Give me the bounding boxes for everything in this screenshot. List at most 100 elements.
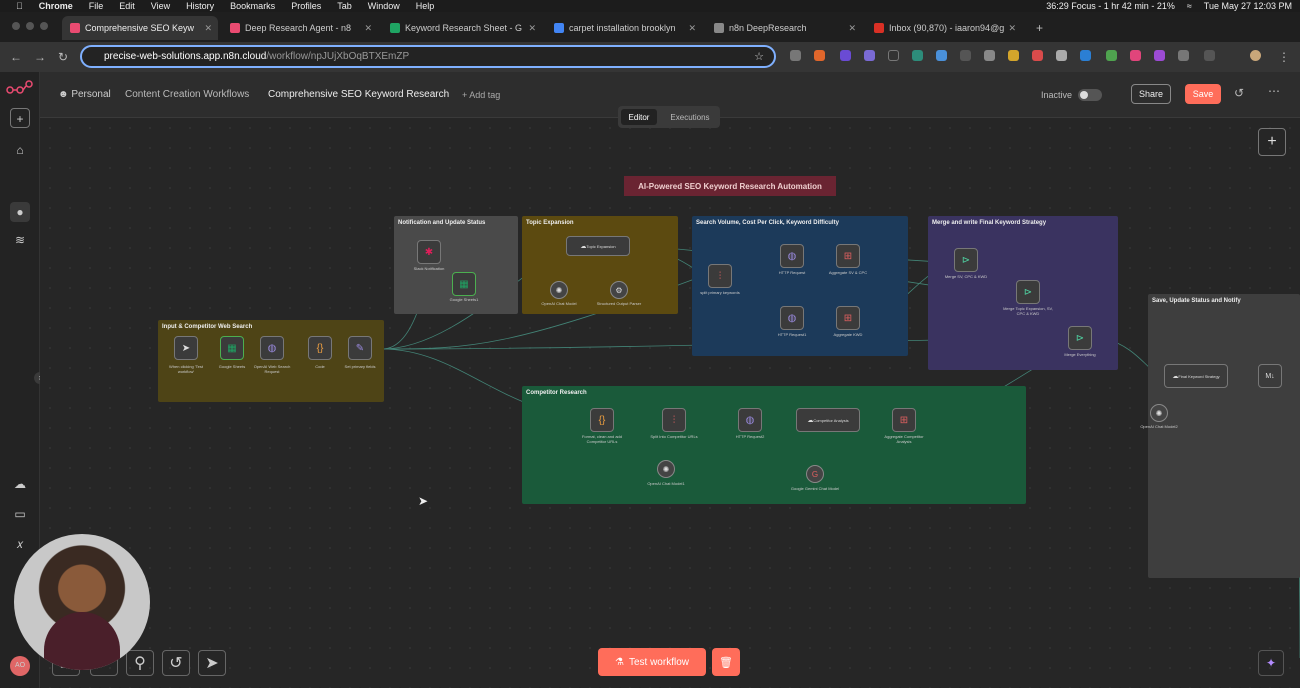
add-icon[interactable]: + [10, 108, 30, 128]
openai-chat-model2-node[interactable]: ✺ [1150, 404, 1168, 422]
tab-n8n-deepresearch[interactable]: n8n DeepResearch ✕ [706, 16, 862, 40]
reset-zoom-button[interactable]: ↺ [162, 650, 190, 676]
home-icon[interactable]: ⌂ [16, 143, 24, 157]
back-icon[interactable]: ← [10, 50, 22, 64]
apple-icon[interactable]:  [16, 0, 23, 12]
extension-icon[interactable] [814, 50, 825, 61]
tab-editor[interactable]: Editor [621, 109, 657, 125]
menu-profiles[interactable]: Profiles [284, 1, 321, 11]
reload-icon[interactable]: ↻ [58, 50, 69, 64]
extension-icon[interactable] [960, 50, 971, 61]
extension-icon[interactable] [790, 50, 801, 61]
format-urls-node[interactable]: {} [590, 408, 614, 432]
workflow-canvas[interactable]: Editor Executions + AI-Powered SEO Keywo… [14, 106, 1300, 688]
ai-assistant-button[interactable]: ✦ [1258, 650, 1284, 676]
save-button[interactable]: Save [1185, 84, 1221, 104]
openai-chat-model-node[interactable]: ✺ [550, 281, 568, 299]
extension-icon[interactable] [1032, 50, 1043, 61]
menu-history[interactable]: History [179, 1, 214, 11]
minimize-window-icon[interactable] [26, 22, 34, 30]
kebab-menu-icon[interactable]: ⋮ [1278, 50, 1290, 64]
menu-bookmarks[interactable]: Bookmarks [223, 1, 275, 11]
gemini-chat-model-node[interactable]: G [806, 465, 824, 483]
zoom-out-button[interactable]: ⚲ [126, 650, 154, 676]
code-node[interactable]: {} [308, 336, 332, 360]
add-node-button[interactable]: + [1258, 128, 1286, 156]
tab-comprehensive-seo[interactable]: Comprehensive SEO Keyw ✕ [62, 16, 218, 40]
user-icon[interactable]: ● [10, 202, 30, 222]
tab-carpet-installation[interactable]: carpet installation brooklyn ✕ [546, 16, 702, 40]
sticky-title[interactable]: AI-Powered SEO Keyword Research Automati… [624, 176, 836, 196]
split-competitor-urls-node[interactable]: ⫶ [662, 408, 686, 432]
slack-node[interactable]: ✱ [417, 240, 441, 264]
aggregate-competitor-node[interactable]: ⊞ [892, 408, 916, 432]
group-topic-expansion[interactable]: Topic Expansion [522, 216, 678, 314]
http-request1-node[interactable]: ◍ [780, 306, 804, 330]
focus-status[interactable]: 36:29 Focus - 1 hr 42 min - 21% [1046, 1, 1175, 11]
split-keywords-node[interactable]: ⫶ [708, 264, 732, 288]
sidepanel-icon[interactable] [1204, 50, 1215, 61]
menu-window[interactable]: Window [360, 1, 400, 11]
maximize-window-icon[interactable] [40, 22, 48, 30]
extension-icon[interactable] [888, 50, 899, 61]
openai-web-search-node[interactable]: ◍ [260, 336, 284, 360]
google-sheets1-node[interactable]: ▦ [452, 272, 476, 296]
delete-button[interactable]: 🗑 [712, 648, 740, 676]
close-window-icon[interactable] [12, 22, 20, 30]
menu-tab[interactable]: Tab [330, 1, 352, 11]
extension-icon[interactable] [1154, 50, 1165, 61]
forward-icon[interactable]: → [34, 50, 46, 64]
menu-help[interactable]: Help [408, 1, 435, 11]
workflow-title[interactable]: Comprehensive SEO Keyword Research [268, 89, 450, 100]
address-bar[interactable]: precise-web-solutions.app.n8n.cloud/work… [80, 45, 776, 68]
final-strategy-node[interactable]: ☁ Final Keyword Strategy [1164, 364, 1228, 388]
http-request2-node[interactable]: ◍ [738, 408, 762, 432]
aggregate-kwd-node[interactable]: ⊞ [836, 306, 860, 330]
add-tag-button[interactable]: + Add tag [462, 90, 501, 100]
history-icon[interactable]: ↺ [1234, 86, 1245, 100]
extension-icon[interactable] [1106, 50, 1117, 61]
extension-icon[interactable] [936, 50, 947, 61]
close-tab-icon[interactable]: ✕ [848, 22, 856, 33]
user-avatar[interactable]: AO [10, 656, 30, 676]
test-workflow-button[interactable]: ⚗Test workflow [598, 648, 706, 676]
breadcrumb-owner[interactable]: ☻ Personal [58, 89, 111, 100]
markdown-node[interactable]: M↓ [1258, 364, 1282, 388]
extension-icon[interactable] [1080, 50, 1091, 61]
openai-chat-model1-node[interactable]: ✺ [657, 460, 675, 478]
group-notification-status[interactable]: Notification and Update Status [394, 216, 518, 314]
puzzle-icon[interactable] [1178, 50, 1189, 61]
extension-icon[interactable] [1130, 50, 1141, 61]
menu-edit[interactable]: Edit [112, 1, 135, 11]
extension-icon[interactable] [840, 50, 851, 61]
extension-icon[interactable] [912, 50, 923, 61]
menu-app[interactable]: Chrome [32, 1, 73, 11]
tab-deep-research-agent[interactable]: Deep Research Agent - n8 ✕ [222, 16, 378, 40]
n8n-logo-icon[interactable] [6, 80, 34, 96]
merge-topic-node[interactable]: ⊳ [1016, 280, 1040, 304]
more-options-icon[interactable]: ⋯ [1268, 84, 1280, 98]
extension-icon[interactable] [1008, 50, 1019, 61]
cloud-icon[interactable]: ☁ [14, 477, 26, 491]
menu-view[interactable]: View [144, 1, 170, 11]
close-tab-icon[interactable]: ✕ [364, 22, 372, 33]
extension-icon[interactable] [1056, 50, 1067, 61]
wifi-icon[interactable]: ≈ [1186, 1, 1192, 11]
menu-file[interactable]: File [82, 1, 104, 11]
select-mode-button[interactable]: ➤ [198, 650, 226, 676]
merge-everything-node[interactable]: ⊳ [1068, 326, 1092, 350]
extension-icon[interactable] [984, 50, 995, 61]
close-tab-icon[interactable]: ✕ [204, 22, 212, 33]
tab-executions[interactable]: Executions [670, 112, 710, 122]
templates-icon[interactable]: ▭ [14, 507, 26, 521]
http-request-node[interactable]: ◍ [780, 244, 804, 268]
set-fields-node[interactable]: ✎ [348, 336, 372, 360]
structured-parser-node[interactable]: ⚙ [610, 281, 628, 299]
aggregate-sv-cpc-node[interactable]: ⊞ [836, 244, 860, 268]
profile-avatar[interactable] [1250, 50, 1261, 61]
breadcrumb-folder[interactable]: Content Creation Workflows [125, 89, 250, 100]
group-save-notify[interactable]: Save, Update Status and Notify [1148, 294, 1300, 578]
tab-keyword-research-sheet[interactable]: Keyword Research Sheet - G ✕ [382, 16, 542, 40]
active-toggle[interactable] [1078, 89, 1102, 101]
close-tab-icon[interactable]: ✕ [528, 22, 536, 33]
